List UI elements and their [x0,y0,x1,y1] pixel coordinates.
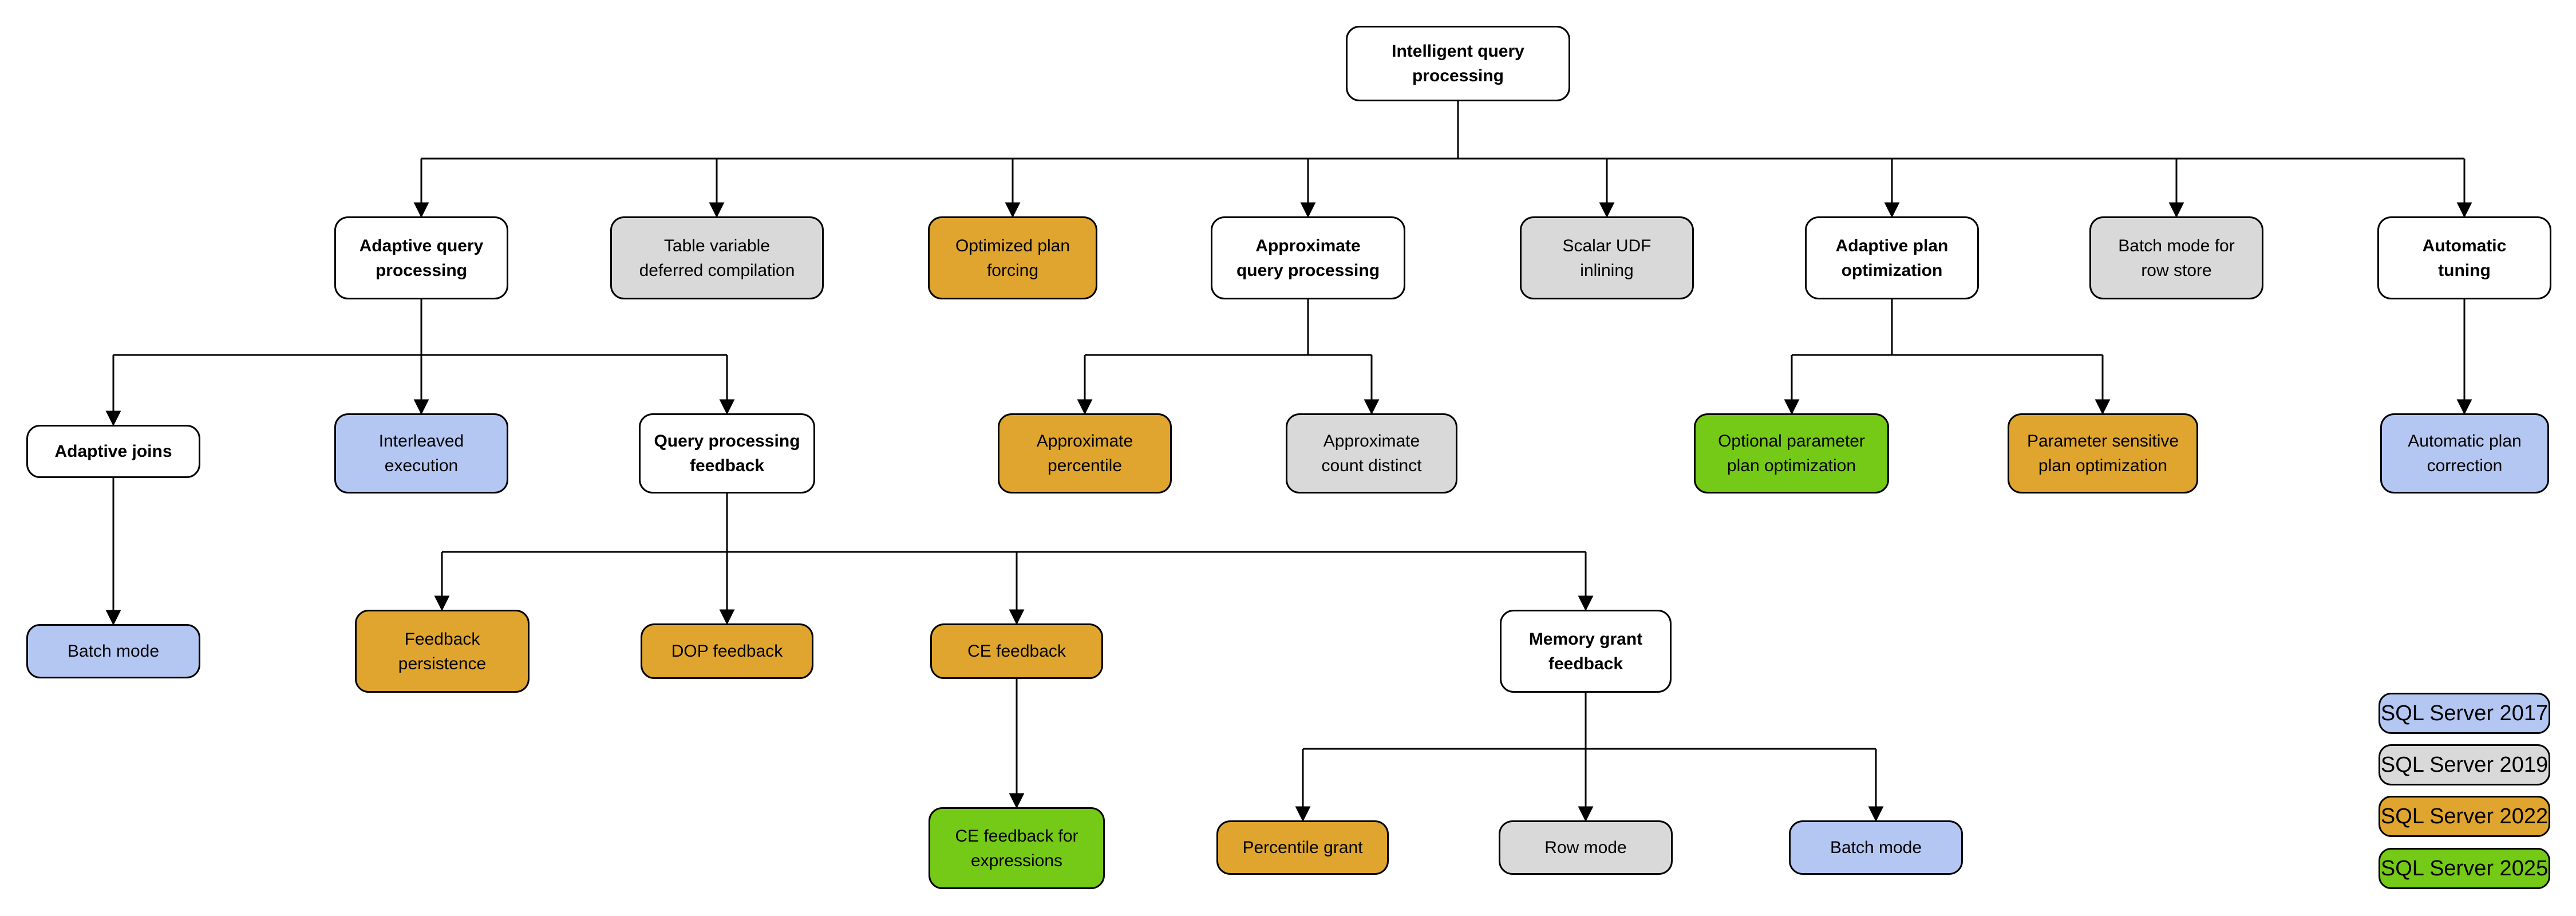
intelligent-query-processing-node: Intelligent query processing [1346,26,1570,101]
approximate-count-distinct-node: Approximate count distinct [1286,413,1457,493]
legend-sql-server-2025: SQL Server 2025 [2379,848,2550,889]
adaptive-plan-optimization-node: Adaptive plan optimization [1805,216,1979,299]
adaptive-joins-node: Adaptive joins [26,425,200,478]
scalar-udf-inlining-node: Scalar UDF inlining [1520,216,1694,299]
batch-mode-memory-grant-node: Batch mode [1789,820,1963,875]
dop-feedback-node: DOP feedback [641,623,813,679]
optional-parameter-plan-optimization-node: Optional parameter plan optimization [1694,413,1889,493]
ce-feedback-node: CE feedback [930,623,1103,679]
optimized-plan-forcing-node: Optimized plan forcing [928,216,1097,299]
ce-feedback-for-expressions-node: CE feedback for expressions [929,807,1105,889]
row-mode-node: Row mode [1499,820,1673,875]
table-variable-deferred-compilation-node: Table variable deferred compilation [610,216,824,299]
approximate-query-processing-node: Approximate query processing [1211,216,1405,299]
batch-mode-adaptive-joins-node: Batch mode [26,624,200,678]
batch-mode-for-row-store-node: Batch mode for row store [2089,216,2263,299]
automatic-plan-correction-node: Automatic plan correction [2380,413,2549,493]
query-processing-feedback-node: Query processing feedback [639,413,815,493]
approximate-percentile-node: Approximate percentile [998,413,1172,493]
automatic-tuning-node: Automatic tuning [2377,216,2551,299]
feedback-persistence-node: Feedback persistence [355,610,530,693]
legend-sql-server-2022: SQL Server 2022 [2379,796,2550,837]
adaptive-query-processing-node: Adaptive query processing [334,216,508,299]
legend-sql-server-2017: SQL Server 2017 [2379,693,2550,734]
legend-sql-server-2019: SQL Server 2019 [2379,744,2550,785]
percentile-grant-node: Percentile grant [1216,820,1389,875]
parameter-sensitive-plan-optimization-node: Parameter sensitive plan optimization [2008,413,2198,493]
memory-grant-feedback-node: Memory grant feedback [1500,610,1672,693]
interleaved-execution-node: Interleaved execution [334,413,508,493]
